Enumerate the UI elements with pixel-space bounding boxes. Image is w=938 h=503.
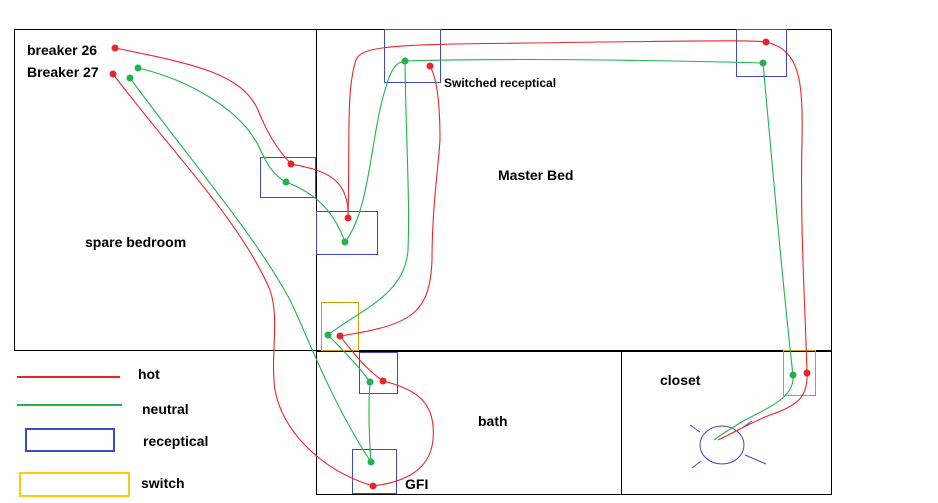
neutral-terminal [401,57,409,65]
neutral-terminal [282,178,290,186]
bath-wall [316,351,622,495]
closet-label: closet [660,372,701,388]
neutral-wire [327,60,410,336]
breaker-26-label: breaker 26 [27,42,97,58]
light-fixture-icon [699,425,745,465]
neutral-wire [368,381,372,463]
neutral-wire [404,58,764,64]
hot-wire [347,40,767,219]
hot-terminals [109,38,811,490]
legend-neutral-label: neutral [142,401,189,417]
spare-bedroom-label: spare bedroom [85,234,186,250]
hot-wire [372,380,434,487]
receptacle-box [260,157,316,198]
neutral-terminal [341,238,349,246]
neutral-terminal [759,59,767,67]
neutral-wire [344,60,406,243]
receptacle-box [359,352,398,394]
light-ray [744,454,767,465]
receptacle-box [384,29,441,83]
neutral-wire [327,334,371,383]
hot-wire [765,41,808,374]
hot-terminal [336,332,344,340]
hot-terminal [803,369,811,377]
neutral-wire [129,77,372,463]
neutral-terminals [126,57,797,466]
receptacle-boxes [260,29,787,494]
legend-hot-label: hot [138,366,160,382]
hot-terminal [369,482,377,490]
hot-terminal [287,160,295,168]
neutral-wires [129,58,794,463]
receptacle-box [736,29,787,77]
neutral-terminal [367,458,375,466]
light-ray [689,424,701,433]
room-walls [14,29,832,495]
gfi-label: GFI [405,476,428,492]
master-bed-wall [316,29,832,351]
receptacle-box [316,211,378,255]
closet-light-fixture [689,420,767,469]
switch-box [783,350,816,396]
light-ray [691,460,702,469]
switched-receptical-label: Switched receptical [444,76,556,90]
hot-terminal [111,44,119,52]
legend: hot neutral receptical switch [17,366,208,497]
hot-wire [339,65,441,337]
neutral-terminal [134,64,142,72]
hot-wire [114,47,292,165]
hot-terminal [426,62,434,70]
neutral-terminal [789,371,797,379]
hot-terminal [344,214,352,222]
master-bed-label: Master Bed [498,167,573,183]
legend-switch-label: switch [141,475,185,491]
hot-terminal [109,70,117,78]
legend-switch-swatch [19,472,130,497]
neutral-wire [285,181,346,243]
neutral-wire [713,374,794,441]
receptacle-box [352,449,397,494]
hot-wire [112,73,374,487]
breaker-27-label: Breaker 27 [27,64,99,80]
hot-wires [112,40,808,487]
hot-wire [290,163,349,219]
closet-wall [621,351,832,495]
hot-wire [339,335,384,382]
neutral-terminal [126,74,134,82]
legend-receptical-label: receptical [143,433,208,449]
hot-terminal [379,377,387,385]
neutral-terminal [324,331,332,339]
neutral-terminal [366,378,374,386]
switch-boxes [321,302,816,396]
hot-wire [717,372,808,441]
neutral-wire [137,67,287,183]
legend-receptical-swatch [25,428,115,452]
bath-label: bath [478,413,508,429]
hot-terminal [762,38,770,46]
neutral-wire [762,62,794,376]
switch-box [321,302,359,351]
